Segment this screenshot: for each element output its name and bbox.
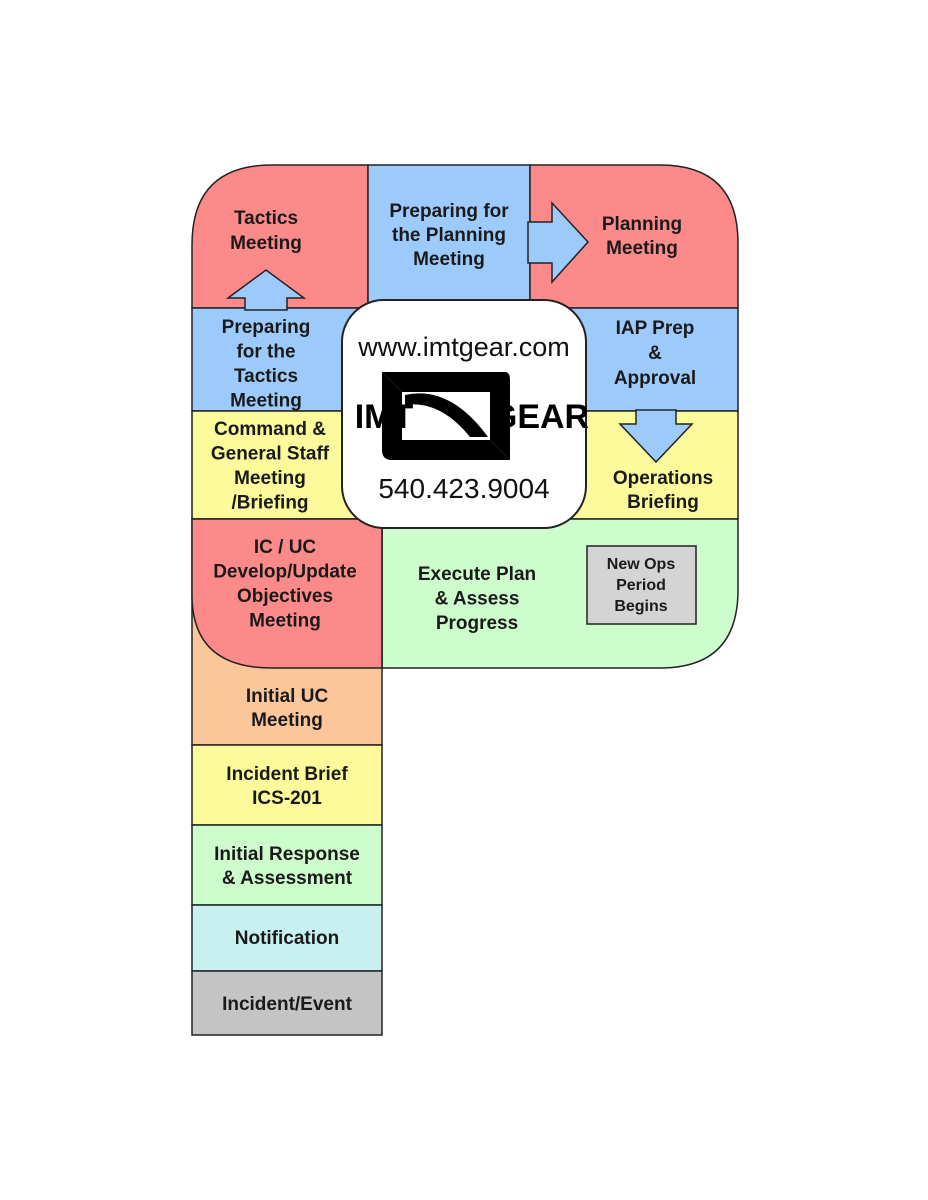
- label-line: IAP Prep: [616, 318, 695, 339]
- label-line: General Staff: [211, 444, 330, 465]
- label-line: Initial Response: [214, 844, 360, 865]
- incident-event-block: [191, 970, 383, 1036]
- label-line: Command &: [214, 419, 326, 440]
- arrow-up-icon: [225, 269, 307, 311]
- incident-event-label: Incident/Event: [222, 994, 353, 1015]
- label-line: /Briefing: [231, 493, 308, 514]
- label-line: ICS-201: [252, 788, 322, 809]
- label-line: Meeting: [606, 238, 678, 259]
- initial-response-label: Initial Response & Assessment: [214, 844, 360, 889]
- iap-prep-block: [559, 307, 739, 412]
- label-line: Preparing for: [389, 201, 509, 222]
- iap-prep-label: IAP Prep & Approval: [614, 318, 696, 389]
- initial-uc-label: Initial UC Meeting: [246, 686, 329, 731]
- label-line: IC / UC: [254, 537, 317, 558]
- label-line: Incident/Event: [222, 994, 353, 1015]
- label-line: Meeting: [234, 468, 306, 489]
- label-line: Begins: [614, 598, 667, 615]
- label-line: the Planning: [392, 225, 506, 246]
- notification-label: Notification: [235, 928, 340, 949]
- label-line: Preparing: [222, 317, 311, 338]
- label-line: & Assessment: [222, 868, 353, 889]
- prep-planning-block: [367, 164, 531, 309]
- label-line: Period: [616, 577, 666, 594]
- logo-brand-left: IMT: [355, 398, 414, 436]
- label-line: Progress: [436, 613, 518, 634]
- label-line: Meeting: [413, 249, 485, 270]
- arrow-right-icon: [527, 201, 590, 284]
- ic-uc-block: [191, 518, 383, 669]
- initial-response-block: [191, 824, 383, 906]
- label-line: Notification: [235, 928, 340, 949]
- label-line: &: [648, 343, 662, 364]
- label-line: Meeting: [230, 391, 302, 412]
- tactics-meeting-block: [191, 164, 369, 309]
- label-line: Execute Plan: [418, 564, 536, 585]
- logo-url: www.imtgear.com: [357, 332, 570, 362]
- arrow-down-icon: [618, 409, 694, 464]
- incident-brief-block: [191, 744, 383, 826]
- label-line: Briefing: [627, 492, 699, 513]
- label-line: & Assess: [435, 589, 520, 610]
- label-line: Initial UC: [246, 686, 329, 707]
- label-line: Approval: [614, 368, 696, 389]
- label-line: Tactics: [234, 208, 298, 229]
- label-line: Tactics: [234, 366, 298, 387]
- logo-phone: 540.423.9004: [378, 473, 549, 504]
- label-line: Planning: [602, 214, 682, 235]
- label-line: New Ops: [607, 556, 676, 573]
- logo-brand-right: GEAR: [491, 398, 589, 436]
- label-line: Meeting: [251, 710, 323, 731]
- label-line: Objectives: [237, 586, 333, 607]
- planning-meeting-block: [529, 164, 739, 309]
- new-ops-box: [586, 545, 697, 625]
- label-line: Meeting: [230, 233, 302, 254]
- label-line: Operations: [613, 468, 713, 489]
- label-line: Meeting: [249, 611, 321, 632]
- label-line: Develop/Update: [213, 562, 357, 583]
- label-line: Incident Brief: [226, 764, 348, 785]
- label-line: for the: [236, 342, 295, 363]
- imt-gear-logo-icon: [382, 372, 510, 460]
